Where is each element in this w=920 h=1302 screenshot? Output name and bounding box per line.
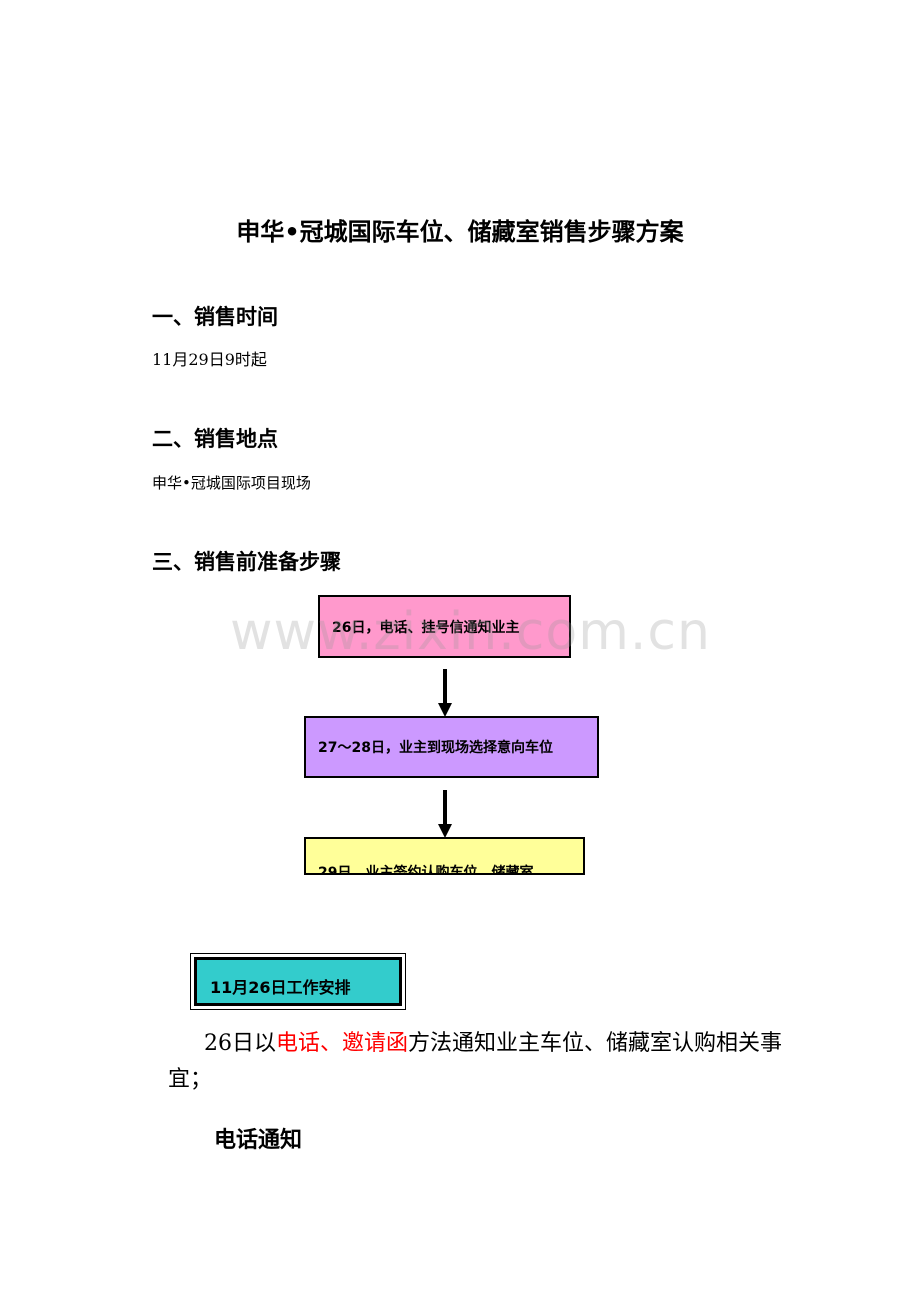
flow-step-sign-contract: 29日，业主签约认购车位、储藏室: [304, 837, 585, 875]
paragraph-highlight: 电话、邀请函: [276, 1031, 409, 1056]
section-heading-preparation-steps: 三、销售前准备步骤: [152, 550, 341, 574]
schedule-badge: 11月26日工作安排: [190, 953, 406, 1010]
flow-arrow-down-icon: [438, 790, 452, 838]
flow-step-label: 27～28日，业主到现场选择意向车位: [318, 740, 553, 756]
schedule-paragraph: 26日以电话、邀请函方法通知业主车位、储藏室认购相关事宜；: [168, 1026, 808, 1098]
paragraph-text-after: 方法通知业主车位、储藏室认购相关事宜；: [168, 1031, 783, 1092]
section-body-sales-location: 申华•冠城国际项目现场: [152, 474, 311, 492]
section-heading-sales-location: 二、销售地点: [152, 427, 278, 451]
phone-notice-heading: 电话通知: [214, 1128, 303, 1153]
flowchart: 26日，电话、挂号信通知业主 27～28日，业主到现场选择意向车位 29日，业主…: [304, 595, 599, 875]
flow-step-select-parking: 27～28日，业主到现场选择意向车位: [304, 716, 599, 778]
document-title: 申华•冠城国际车位、储藏室销售步骤方案: [236, 218, 684, 246]
flow-step-notify-owners: 26日，电话、挂号信通知业主: [318, 595, 571, 658]
paragraph-text-before: 26日以: [204, 1031, 276, 1056]
flow-step-label: 26日，电话、挂号信通知业主: [332, 619, 520, 636]
flow-step-label: 29日，业主签约认购车位、储藏室: [318, 865, 534, 875]
section-body-sales-time: 11月29日9时起: [152, 350, 267, 369]
flow-arrow-down-icon: [438, 669, 452, 717]
section-heading-sales-time: 一、销售时间: [152, 305, 278, 329]
schedule-badge-label: 11月26日工作安排: [194, 957, 402, 1006]
